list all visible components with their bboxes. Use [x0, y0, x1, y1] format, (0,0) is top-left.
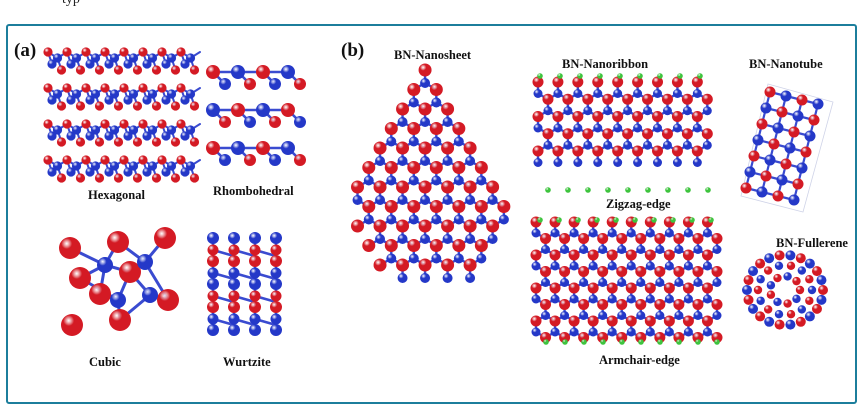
- cropped-text: typ: [62, 0, 80, 8]
- wurtzite-caption: Wurtzite: [223, 355, 271, 369]
- zigzag-nanoribbon-structure: [532, 73, 713, 193]
- bn-nanoribbon-caption: BN-Nanoribbon: [562, 57, 649, 71]
- armchair-nanoribbon-structure: [530, 216, 723, 345]
- hexagonal-caption: Hexagonal: [88, 188, 145, 202]
- bn-nanotube-caption: BN-Nanotube: [749, 57, 823, 71]
- rhombohedral-structure: [206, 65, 306, 166]
- bn-fullerene-structure: [742, 250, 828, 330]
- panel-a-label: (a): [14, 40, 37, 61]
- panel-b-label: (b): [341, 40, 365, 61]
- bn-fullerene-caption: BN-Fullerene: [776, 236, 848, 250]
- zigzag-edge-caption: Zigzag-edge: [606, 197, 671, 211]
- bn-nanotube-structure: [740, 83, 834, 213]
- cropped-top-text: typ: [0, 0, 868, 16]
- rhombohedral-caption: Rhombohedral: [213, 184, 294, 198]
- cubic-structure: [59, 227, 179, 336]
- cubic-caption: Cubic: [89, 355, 121, 369]
- bn-nanosheet-structure: [351, 63, 511, 283]
- bn-nanosheet-caption: BN-Nanosheet: [394, 48, 472, 62]
- hexagonal-structure: [43, 47, 201, 183]
- wurtzite-structure: [207, 232, 282, 336]
- armchair-edge-caption: Armchair-edge: [599, 353, 680, 367]
